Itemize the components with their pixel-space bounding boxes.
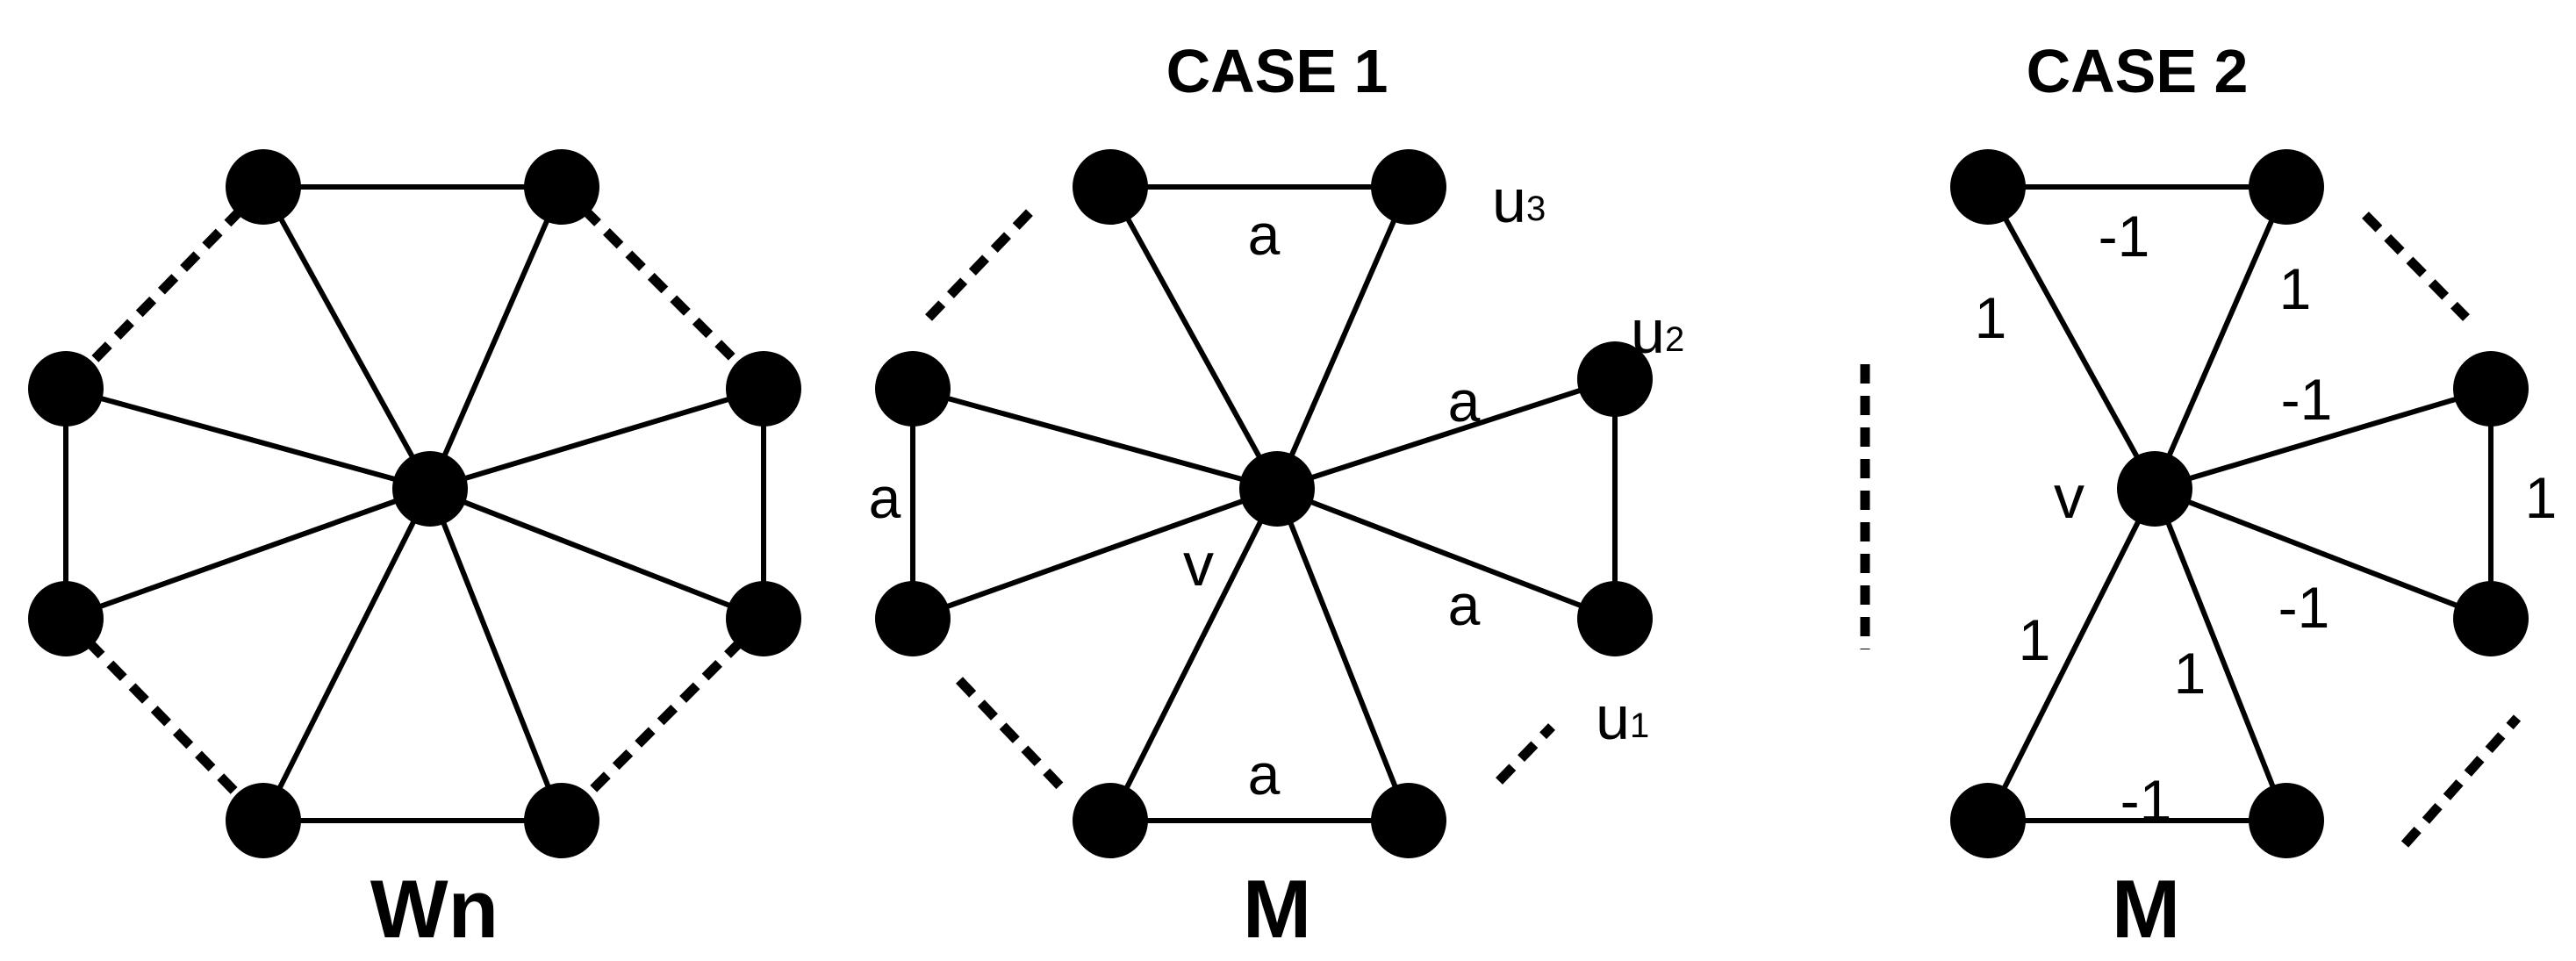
wheel-vertex [226, 149, 301, 225]
case1-vertex [875, 351, 951, 427]
case1-label-u2: u2 [1631, 298, 1684, 366]
case1-label-u1: u1 [1596, 684, 1649, 752]
case1-vertex [1371, 783, 1446, 858]
case1-edge-label: a [1448, 572, 1481, 637]
case1-graph: CASE 1 u3 u2 u1 v a a a a a [869, 37, 1685, 955]
case1-label-v: v [1183, 530, 1214, 599]
wheel-vertex [726, 351, 801, 427]
case1-vertex [1073, 783, 1148, 858]
case1-spoke [1276, 377, 1616, 491]
wheel-dashed-edge [62, 183, 267, 392]
wheel-dashed-edge [558, 615, 767, 824]
wheel-spoke [261, 185, 433, 491]
case1-edge-label: a [869, 465, 901, 530]
case1-edge-label: a [1248, 742, 1281, 807]
case2-vertex [2453, 351, 2529, 427]
case2-dashed-edge [2362, 212, 2470, 321]
case1-spoke [1108, 487, 1280, 822]
case2-edge-label: 1 [2174, 641, 2206, 706]
wheel-vertex [28, 351, 104, 427]
wheel-spoke [428, 486, 765, 621]
case2-vertex [2453, 581, 2529, 656]
case2-edge-label: 1 [2525, 465, 2558, 530]
case1-graph-name: M [1243, 863, 1311, 955]
wheel-spoke [65, 386, 431, 491]
wheel-vertex [226, 783, 301, 858]
wheel-dashed-edge [62, 615, 267, 824]
case1-spoke [1274, 185, 1411, 491]
case1-title: CASE 1 [1166, 37, 1388, 105]
case2-spoke [2154, 386, 2492, 491]
case1-vertex-u2 [1577, 341, 1653, 417]
case2-edge-label: -1 [2120, 768, 2172, 833]
wheel-vertex [28, 581, 104, 656]
case1-spoke [1108, 185, 1280, 491]
case1-edge-label: a [1448, 369, 1481, 434]
case2-spoke [1985, 487, 2157, 822]
case1-vertex-u3 [1371, 149, 1446, 225]
wheel-spoke [64, 486, 432, 621]
case2-edge-label: 1 [1975, 285, 2007, 350]
case1-spoke [1274, 487, 1411, 822]
wheel-vertex [524, 149, 599, 225]
case2-title: CASE 2 [2027, 37, 2249, 105]
case2-label-v: v [2054, 463, 2084, 531]
case2-edge-label: -1 [2281, 367, 2333, 432]
wheel-spoke [427, 487, 564, 822]
wheel-hub-vertex [392, 451, 468, 527]
case1-dashed-edge [925, 207, 1035, 321]
wheel-vertex [726, 581, 801, 656]
case2-center-vertex-v [2117, 451, 2192, 527]
wheel-graph-name: Wn [370, 863, 499, 955]
case2-edge-label: 1 [2019, 607, 2051, 672]
case1-vertex-u1 [1577, 581, 1653, 656]
wheel-vertex [524, 783, 599, 858]
case1-dashed-edge [1496, 723, 1555, 785]
case2-edge-label: 1 [2279, 256, 2312, 321]
case2-vertex [2249, 149, 2324, 225]
case2-vertex [1950, 149, 2026, 225]
wheel-spoke [427, 185, 564, 491]
case1-edge-label: a [1248, 202, 1281, 267]
case2-edge-label: -1 [2099, 204, 2150, 269]
case1-vertex [875, 581, 951, 656]
case1-center-vertex-v [1239, 451, 1315, 527]
case1-label-u3: u3 [1492, 167, 1546, 235]
case2-spoke [2152, 487, 2289, 822]
case2-spoke [1985, 185, 2157, 491]
case1-spoke [911, 486, 1279, 621]
wheel-spoke [429, 386, 764, 491]
case2-graph-name: M [2112, 863, 2180, 955]
case1-spoke [1275, 486, 1617, 621]
case2-spoke [2153, 486, 2493, 621]
case2-graph: CASE 2 v -1 1 1 -1 1 -1 1 1 -1 M [1950, 37, 2557, 955]
case1-dashed-edge [956, 677, 1066, 792]
case2-vertex [2249, 783, 2324, 858]
case1-vertex [1073, 149, 1148, 225]
wheel-graph: Wn [28, 149, 801, 955]
case2-vertex [1950, 783, 2026, 858]
case2-dashed-edge [2400, 714, 2522, 848]
case2-edge-label: -1 [2278, 575, 2330, 640]
wheel-dashed-edge [558, 183, 767, 392]
wheel-spoke [261, 487, 433, 822]
case2-spoke [2152, 185, 2289, 491]
case1-spoke [912, 386, 1278, 491]
